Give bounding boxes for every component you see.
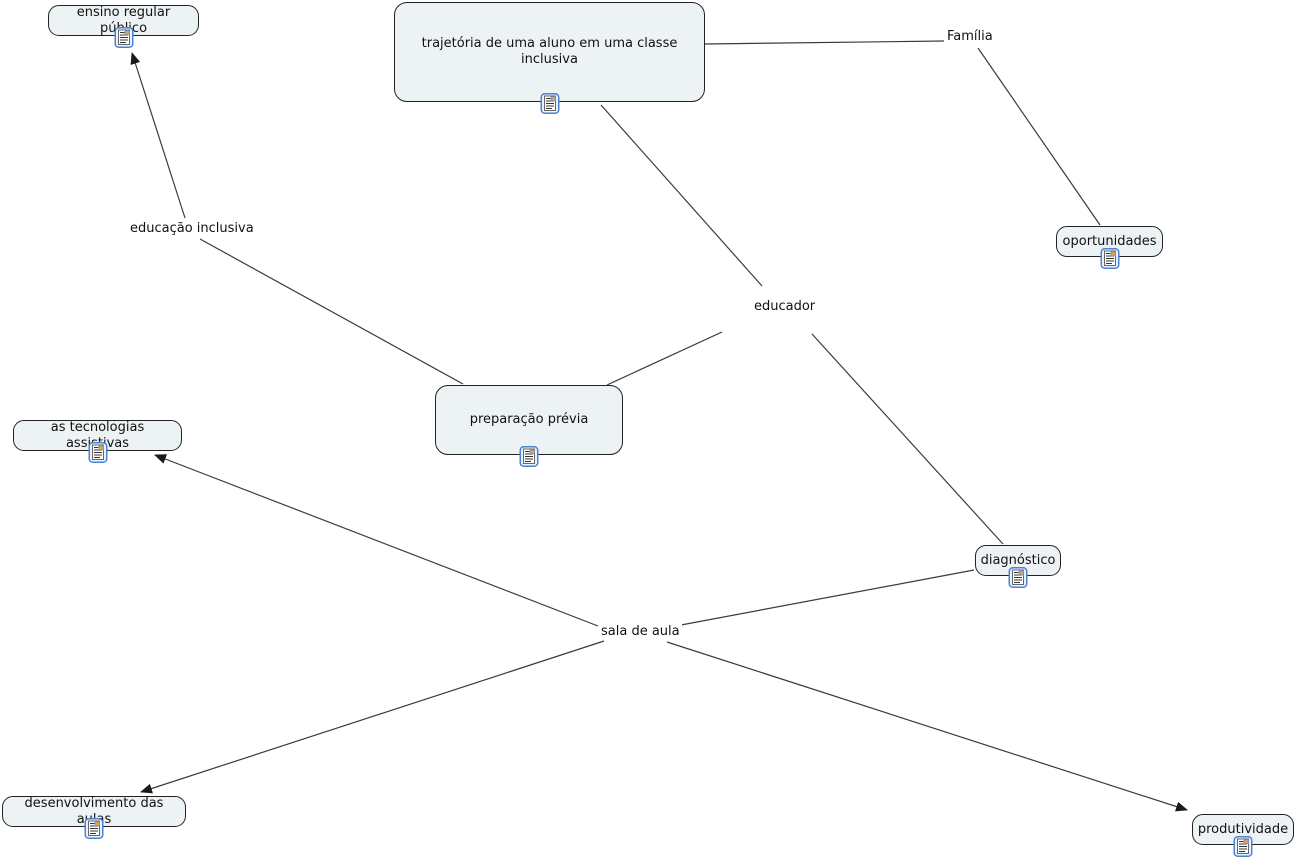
resource-document-icon[interactable] bbox=[540, 93, 559, 114]
connection-line-familia-oportunidades[interactable] bbox=[977, 47, 1101, 226]
link-label-educador[interactable]: educador bbox=[752, 299, 818, 314]
connection-line-trajetoria-educador[interactable] bbox=[600, 104, 763, 287]
connection-line-educacao-preparacao[interactable] bbox=[199, 238, 464, 385]
connection-line-educador-preparacao[interactable] bbox=[606, 331, 723, 386]
resource-document-icon[interactable] bbox=[88, 442, 107, 463]
resource-document-icon[interactable] bbox=[114, 27, 133, 48]
connection-line-trajetoria-familia[interactable] bbox=[704, 40, 945, 45]
resource-document-icon[interactable] bbox=[1008, 567, 1028, 588]
connection-line-educacao-ensino[interactable] bbox=[130, 52, 186, 219]
concept-label: produtividade bbox=[1197, 821, 1289, 837]
concept-node-diagnostico[interactable]: diagnóstico bbox=[975, 545, 1061, 588]
concept-label: oportunidades bbox=[1062, 233, 1157, 249]
concept-label: preparação prévia bbox=[469, 412, 589, 428]
concept-node-trajetoria[interactable]: trajetória de uma aluno em uma classe in… bbox=[394, 2, 705, 114]
link-label-educacao-inclusiva[interactable]: educação inclusiva bbox=[128, 221, 256, 236]
concept-node-tecnologias-assistivas[interactable]: as tecnologias assistivas bbox=[13, 420, 182, 463]
concept-node-oportunidades[interactable]: oportunidades bbox=[1056, 226, 1163, 269]
connection-line-educador-diagnostico[interactable] bbox=[811, 333, 1004, 545]
connection-line-sala-desenvolvimento[interactable] bbox=[140, 640, 605, 794]
concept-node-preparacao-previa[interactable]: preparação prévia bbox=[435, 385, 623, 467]
resource-document-icon[interactable] bbox=[519, 446, 539, 467]
resource-document-icon[interactable] bbox=[1233, 836, 1253, 857]
resource-document-icon[interactable] bbox=[1100, 248, 1119, 269]
connection-line-sala-tecnologias[interactable] bbox=[154, 454, 599, 627]
concept-label: diagnóstico bbox=[980, 552, 1056, 568]
concept-node-ensino-regular-publico[interactable]: ensino regular público bbox=[48, 5, 199, 48]
connection-line-diagnostico-sala[interactable] bbox=[680, 569, 975, 626]
concept-node-desenvolvimento-das-aulas[interactable]: desenvolvimento das aulas bbox=[2, 796, 186, 839]
link-label-familia[interactable]: Família bbox=[945, 29, 995, 44]
link-label-sala-de-aula[interactable]: sala de aula bbox=[599, 624, 682, 639]
concept-label: trajetória de uma aluno em uma classe in… bbox=[421, 36, 678, 67]
connection-line-sala-produtividade[interactable] bbox=[666, 641, 1188, 812]
resource-document-icon[interactable] bbox=[84, 818, 104, 839]
concept-node-produtividade[interactable]: produtividade bbox=[1192, 814, 1294, 857]
